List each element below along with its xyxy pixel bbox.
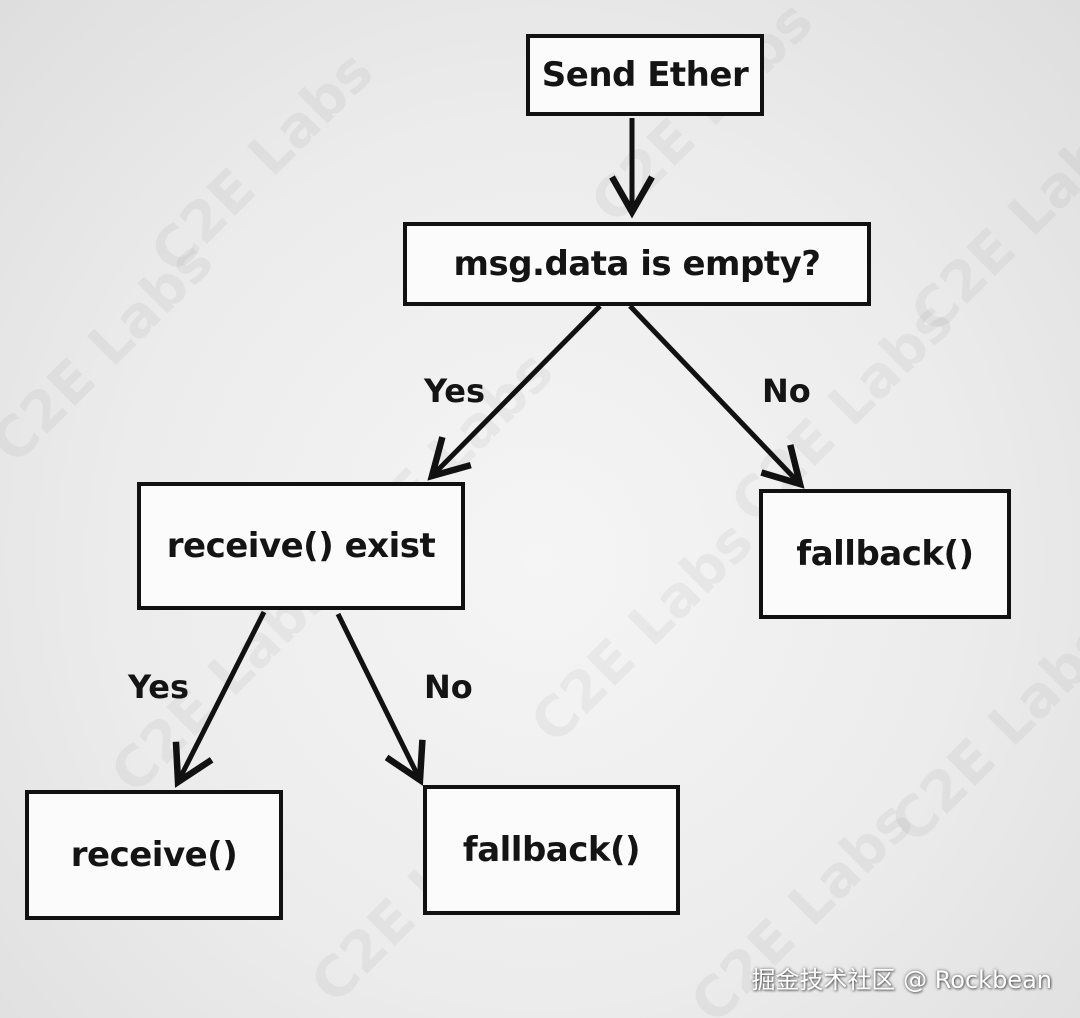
arrow-check-to-fallback (628, 304, 805, 489)
no-label-empty: No (762, 372, 811, 410)
fallback-node-bottom: fallback() (423, 785, 680, 915)
yes-label-exist: Yes (128, 668, 189, 706)
receive-node: receive() (25, 790, 283, 920)
msg-data-empty-decision: msg.data is empty? (403, 222, 871, 306)
credit-watermark: 掘金技术社区 @ Rockbean (751, 966, 1052, 994)
no-label-exist: No (424, 668, 473, 706)
fallback-node-right: fallback() (759, 489, 1011, 619)
send-ether-node: Send Ether (526, 34, 764, 116)
arrow-check-to-receive-exist (427, 304, 602, 481)
arrow-exist-to-receive (172, 610, 267, 788)
receive-exist-decision: receive() exist (137, 482, 465, 610)
yes-label-empty: Yes (424, 372, 485, 410)
arrow-exist-to-fallback (335, 612, 426, 786)
